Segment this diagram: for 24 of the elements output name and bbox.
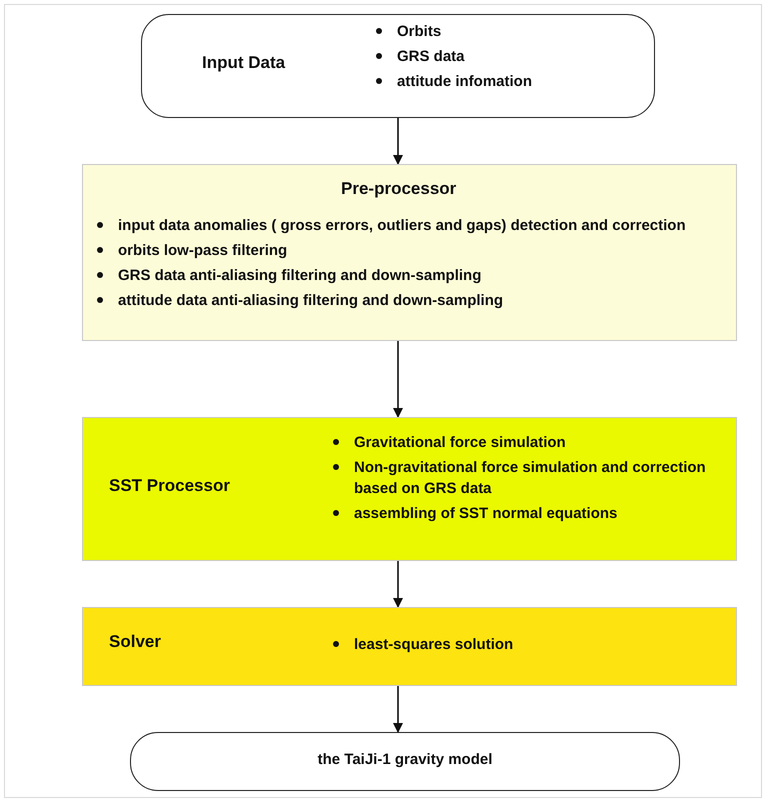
bullet-text: assembling of SST normal equations xyxy=(354,504,618,524)
arrow xyxy=(393,561,403,608)
bullet-text: GRS data anti-aliasing filtering and down-sampling xyxy=(118,266,482,286)
box-heading: SST Processor xyxy=(109,476,230,496)
terminal-box xyxy=(130,732,680,791)
bullet-text: GRS data xyxy=(397,47,465,67)
arrow xyxy=(393,341,403,418)
process-box xyxy=(82,417,737,561)
bullet-text: Gravitational force simulation xyxy=(354,433,566,453)
box-heading: Pre-processor xyxy=(341,179,456,199)
box-heading: the TaiJi-1 gravity model xyxy=(316,751,494,768)
bullet-text: attitude infomation xyxy=(397,72,532,92)
arrow xyxy=(393,686,403,733)
bullet-text: input data anomalies ( gross errors, outliers and gaps) detection and correction xyxy=(118,216,686,236)
bullet-text: attitude data anti-aliasing filtering and down-sampling xyxy=(118,291,504,311)
bullet-text: Orbits xyxy=(397,22,442,42)
process-box xyxy=(82,164,737,341)
box-heading: Input Data xyxy=(202,53,286,73)
process-box xyxy=(82,607,737,686)
arrow xyxy=(393,118,403,165)
box-heading: Solver xyxy=(109,632,161,652)
bullet-text: least-squares solution xyxy=(354,635,514,655)
bullet-text: orbits low-pass filtering xyxy=(118,241,288,261)
terminal-box xyxy=(141,14,655,118)
